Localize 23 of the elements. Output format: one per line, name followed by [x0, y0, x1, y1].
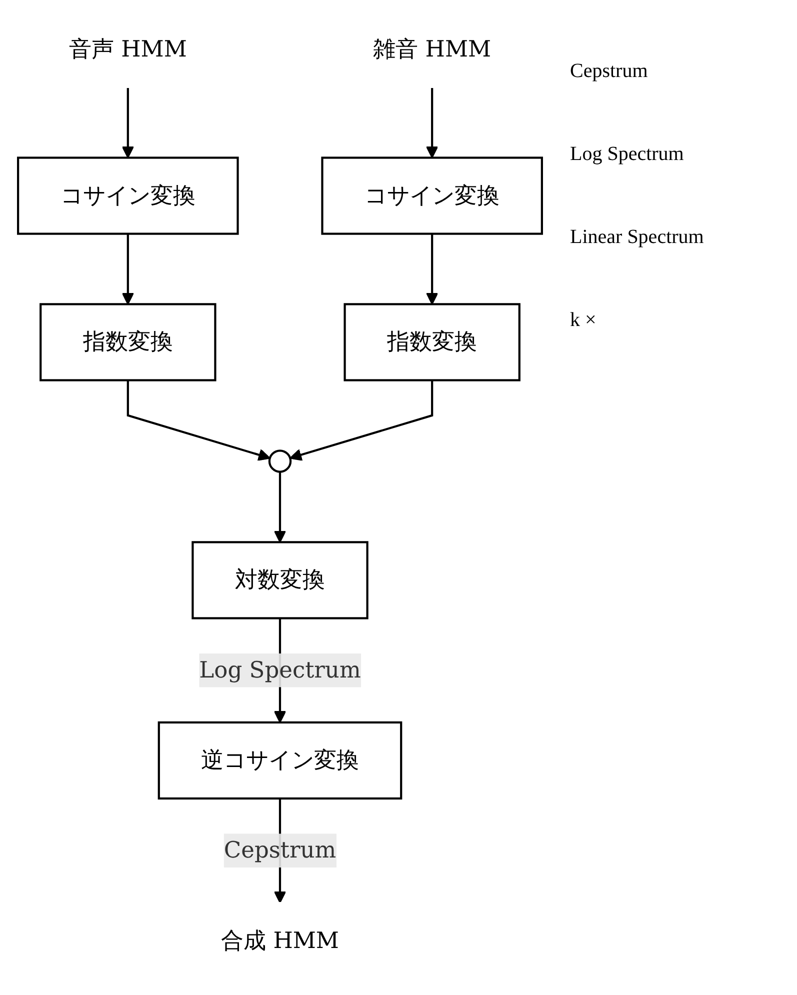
node-text: 雑音 HMM [373, 35, 492, 62]
arrow [122, 87, 134, 158]
arrow [426, 234, 438, 305]
signal-label: Linear Spectrum [570, 226, 705, 249]
node-box: コサイン変換 [17, 156, 239, 235]
node-circle [268, 450, 292, 473]
edge-label: Log Spectrum [199, 656, 361, 683]
node-box: コサイン変換 [321, 156, 543, 235]
node-text: 音声 HMM [68, 35, 187, 62]
node-box: 対数変換 [192, 541, 368, 620]
arrow [126, 380, 270, 461]
signal-label: Cepstrum [570, 60, 649, 83]
node-box: 指数変換 [40, 303, 216, 382]
node-box: 逆コサイン変換 [158, 721, 402, 800]
edge-label: Cepstrum [224, 836, 336, 864]
node-box: 指数変換 [344, 303, 520, 382]
signal-label: Log Spectrum [570, 143, 685, 166]
node-text: 合成 HMM [220, 926, 340, 954]
arrow [122, 234, 134, 305]
arrow [290, 380, 434, 461]
arrow [274, 472, 286, 543]
arrow [426, 87, 438, 158]
signal-label: k × [570, 309, 598, 332]
